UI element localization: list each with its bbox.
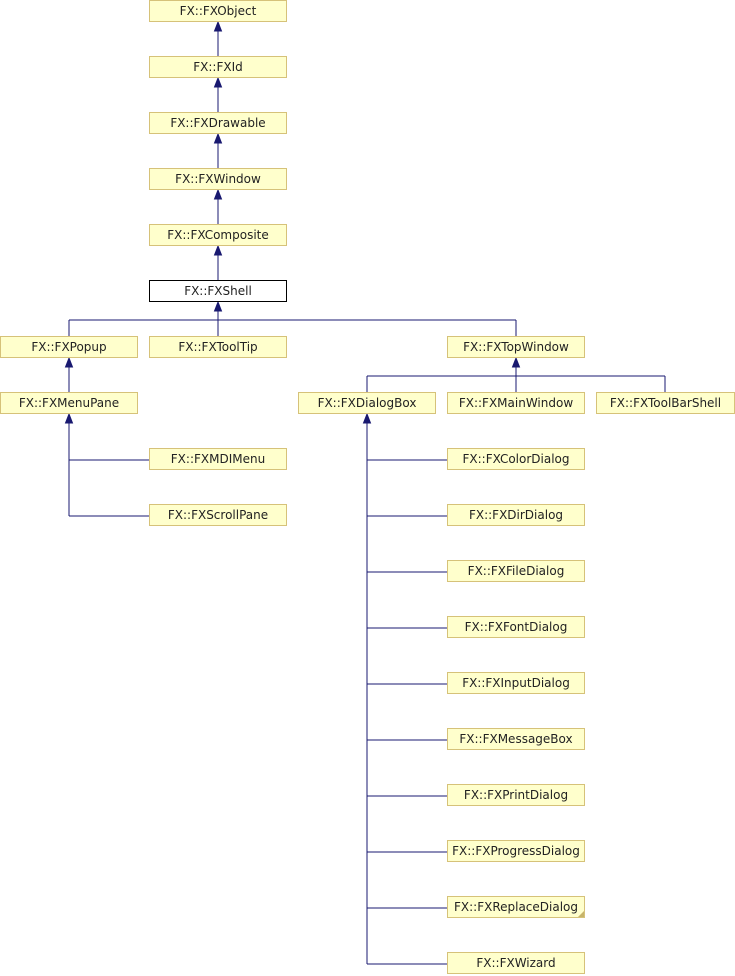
node-fxdrawable[interactable]: FX::FXDrawable: [149, 112, 287, 134]
folded-corner-icon: [578, 911, 584, 917]
node-fxprogressdialog[interactable]: FX::FXProgressDialog: [447, 840, 585, 862]
node-fxwindow[interactable]: FX::FXWindow: [149, 168, 287, 190]
node-fxtoolbarshell[interactable]: FX::FXToolBarShell: [596, 392, 735, 414]
node-fxprintdialog[interactable]: FX::FXPrintDialog: [447, 784, 585, 806]
node-fxmdimenu[interactable]: FX::FXMDIMenu: [149, 448, 287, 470]
node-fxinputdialog[interactable]: FX::FXInputDialog: [447, 672, 585, 694]
node-fxdialogbox[interactable]: FX::FXDialogBox: [298, 392, 436, 414]
edge-arrow-popup: [64, 356, 74, 368]
edge-arrow-dialogbox: [362, 412, 372, 424]
node-fxid[interactable]: FX::FXId: [149, 56, 287, 78]
node-fxwizard[interactable]: FX::FXWizard: [447, 952, 585, 974]
node-fxreplacedialog[interactable]: FX::FXReplaceDialog: [447, 896, 585, 918]
edge-arrow-chain-3: [213, 188, 223, 200]
edge-arrow-chain-0: [213, 20, 223, 32]
node-fxmainwindow[interactable]: FX::FXMainWindow: [447, 392, 585, 414]
edge-arrow-topwindow: [511, 356, 521, 368]
node-fxtooltip[interactable]: FX::FXToolTip: [149, 336, 287, 358]
edge-arrow-menupane: [64, 412, 74, 424]
edge-arrow-chain-2: [213, 132, 223, 144]
node-fxfontdialog[interactable]: FX::FXFontDialog: [447, 616, 585, 638]
node-fxmenupane[interactable]: FX::FXMenuPane: [0, 392, 138, 414]
node-fxobject[interactable]: FX::FXObject: [149, 0, 287, 22]
node-fxtopwindow[interactable]: FX::FXTopWindow: [447, 336, 585, 358]
node-fxdirdialog[interactable]: FX::FXDirDialog: [447, 504, 585, 526]
node-fxpopup[interactable]: FX::FXPopup: [0, 336, 138, 358]
node-fxcolordialog[interactable]: FX::FXColorDialog: [447, 448, 585, 470]
node-fxmessagebox[interactable]: FX::FXMessageBox: [447, 728, 585, 750]
node-fxshell: FX::FXShell: [149, 280, 287, 302]
edge-arrow-chain-1: [213, 76, 223, 88]
node-fxcomposite[interactable]: FX::FXComposite: [149, 224, 287, 246]
node-fxfiledialog[interactable]: FX::FXFileDialog: [447, 560, 585, 582]
edge-arrow-chain-4: [213, 244, 223, 256]
edge-arrow-shell: [213, 300, 223, 312]
node-fxscrollpane[interactable]: FX::FXScrollPane: [149, 504, 287, 526]
node-fxreplacedialog-label: FX::FXReplaceDialog: [453, 900, 579, 914]
